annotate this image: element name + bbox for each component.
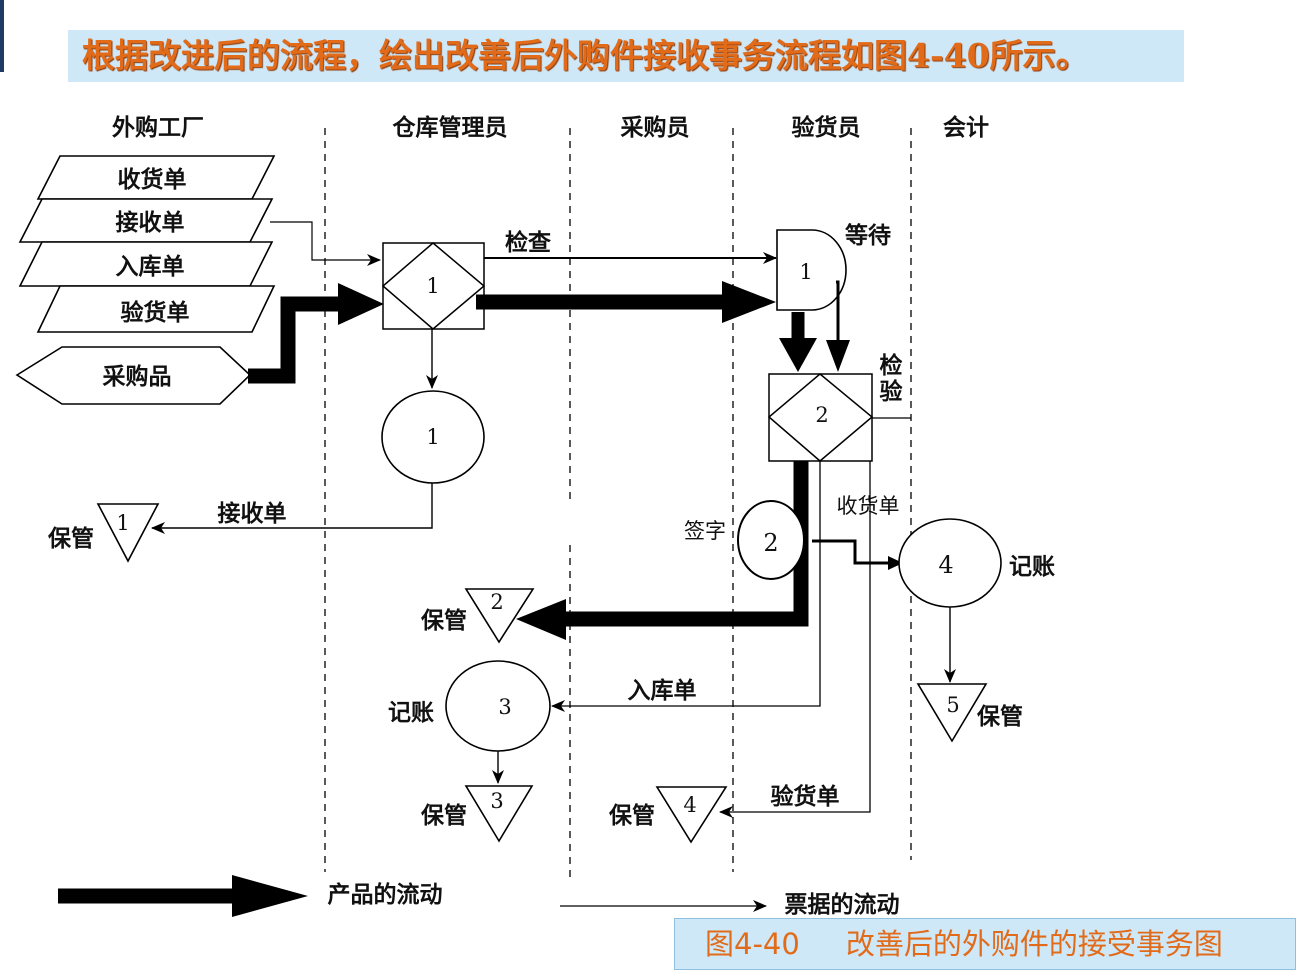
document-flow-line — [836, 280, 840, 342]
operation-circle — [737, 500, 805, 580]
operation-number: 1 — [426, 425, 439, 449]
lane-header-factory: 外购工厂 — [112, 114, 204, 141]
document-flow-arrow — [551, 461, 821, 712]
figure-number: 图4-40 — [705, 927, 800, 961]
lane-header-accountant: 会计 — [943, 114, 989, 141]
storage-triangle — [464, 588, 535, 644]
inspection-form-label: 验货单 — [771, 783, 840, 810]
storage-triangle — [655, 786, 728, 844]
figure-caption: 图4-40 改善后的外购件的接受事务图 — [674, 918, 1296, 970]
document-flow-arrowhead — [826, 340, 850, 372]
receipt-form-label: 接收单 — [218, 500, 287, 527]
legend-product-arrowhead — [232, 875, 308, 917]
product-flow-line — [566, 461, 809, 627]
inspect-number: 2 — [815, 403, 828, 427]
lane-dividers — [324, 128, 912, 882]
document-label: 收货单 — [118, 166, 187, 193]
storage-triangle — [464, 785, 534, 843]
operation-circle — [381, 390, 485, 484]
check-label: 检查 — [505, 229, 551, 256]
document-flow-arrowhead — [888, 556, 903, 570]
slide-title: 根据改进后的流程，绘出改善后外购件接收事务流程如图4-40所示。 — [68, 30, 1184, 82]
storage-label: 保管 — [976, 703, 1023, 730]
bookkeeping-label: 记账 — [1009, 553, 1055, 580]
document-flow-arrow — [151, 483, 433, 534]
operation-number: 4 — [938, 551, 953, 579]
document-label: 验货单 — [121, 299, 190, 326]
inspect-diamond — [381, 242, 486, 330]
storage-number: 3 — [490, 789, 503, 813]
product-flow-arrowhead — [779, 338, 817, 372]
product-flow-arrowhead — [516, 599, 566, 640]
legend-product-label: 产品的流动 — [328, 881, 443, 908]
left-accent-bar — [0, 0, 4, 72]
delay-number: 1 — [799, 260, 812, 284]
storage-number: 1 — [116, 511, 129, 535]
storage-label: 保管 — [608, 802, 655, 829]
storage-triangle — [916, 683, 988, 743]
storage-label: 保管 — [420, 802, 467, 829]
storage-triangle — [96, 503, 160, 563]
document-label: 入库单 — [116, 253, 185, 280]
storage-label: 保管 — [420, 607, 467, 634]
storage-label: 保管 — [47, 525, 94, 552]
inspect-label-char: 检验 — [880, 352, 903, 405]
product-flow-line — [248, 296, 342, 384]
document-flow-line — [812, 539, 898, 565]
inspect-number: 1 — [426, 274, 439, 298]
storage-number: 4 — [683, 793, 696, 817]
material-label: 采购品 — [103, 363, 172, 390]
document-flow-arrow — [270, 221, 381, 266]
document-shape — [36, 285, 276, 333]
lane-header-inspector: 验货员 — [792, 114, 861, 141]
wait-label: 等待 — [845, 222, 891, 249]
lane-header-warehouse: 仓库管理员 — [392, 114, 508, 141]
legend-document-label: 票据的流动 — [785, 891, 900, 918]
warehouse-form-label: 入库单 — [628, 677, 697, 704]
product-flow-arrowhead — [722, 281, 776, 323]
operation-number: 2 — [763, 529, 778, 557]
delivery-note-label: 收货单 — [837, 494, 900, 518]
storage-number: 2 — [490, 590, 503, 614]
figure-caption-text: 改善后的外购件的接受事务图 — [845, 927, 1223, 961]
operation-number: 3 — [498, 695, 511, 719]
storage-number: 5 — [946, 693, 959, 717]
delay-shape — [776, 229, 847, 311]
document-flow-arrow — [719, 461, 871, 818]
document-label: 接收单 — [116, 209, 185, 236]
product-flow-arrowhead — [338, 283, 384, 325]
bookkeeping-label: 记账 — [388, 699, 434, 726]
sign-label: 签字 — [684, 519, 726, 543]
lane-header-purchaser: 采购员 — [621, 114, 690, 141]
